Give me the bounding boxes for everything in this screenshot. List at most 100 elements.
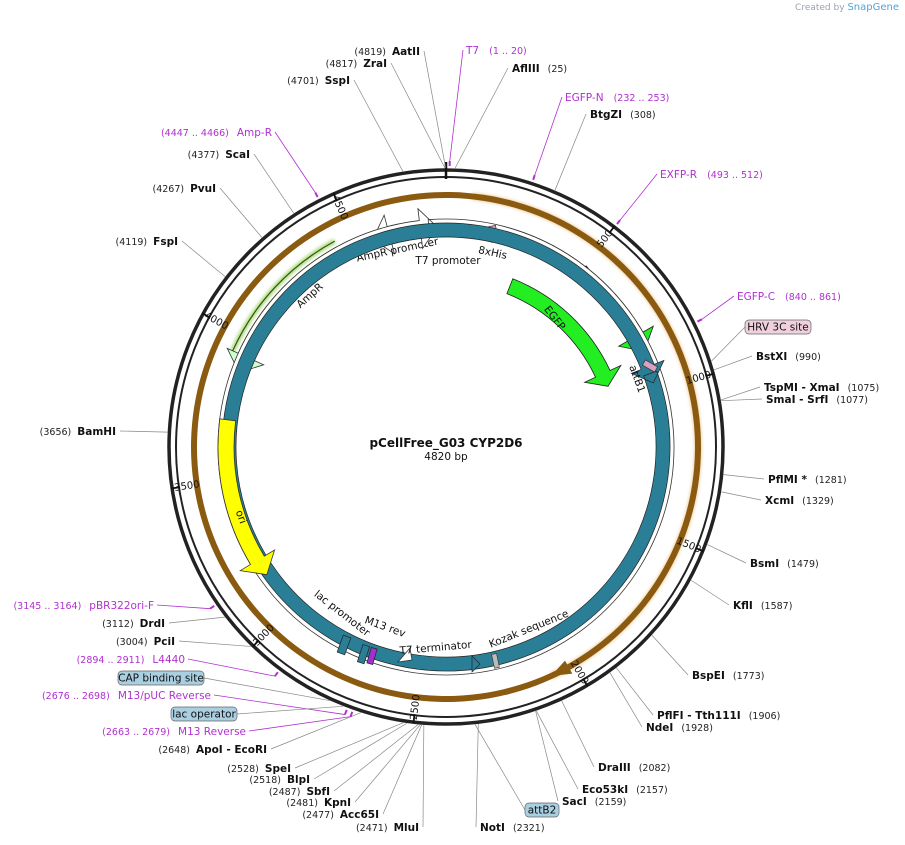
enzyme-position: (4119) — [116, 237, 148, 248]
tick-label-2500: 2500 — [409, 694, 423, 721]
leader-NdeI — [609, 672, 643, 728]
tick-mark-4500 — [332, 192, 338, 202]
enzyme-label: (2648)ApoI - EcoRI — [158, 744, 267, 756]
enzyme-position: (4819) — [354, 47, 386, 58]
enzyme-label: BstXI(990) — [756, 351, 821, 363]
tick-mark-3000 — [252, 639, 260, 648]
primer-label: T7(1 .. 20) — [465, 45, 527, 57]
enzyme-name: SspI — [325, 75, 350, 87]
enzyme-name: BamHI — [77, 426, 116, 438]
snapgene-logo: SnapGene — [847, 2, 899, 13]
enzyme-position: (2487) — [269, 787, 301, 798]
primer-leader — [619, 173, 658, 221]
primer-position: (3145 .. 3164) — [13, 601, 81, 612]
primer-leader — [701, 295, 735, 320]
enzyme-position: (1906) — [749, 711, 781, 722]
enzyme-name: SacI — [562, 796, 587, 808]
leader-BtgZI — [554, 113, 587, 191]
leader-AatII — [423, 50, 446, 169]
hrv-box — [641, 359, 659, 373]
primer-label: EGFP-N(232 .. 253) — [565, 92, 669, 104]
enzyme-position: (308) — [630, 110, 656, 121]
kozak-box — [491, 653, 500, 669]
enzyme-position: (4377) — [188, 150, 220, 161]
enzyme-label: (4267)PvuI — [152, 183, 216, 195]
primer-leader — [187, 658, 275, 677]
feature-t7-terminator: T7 terminator — [398, 639, 473, 657]
tick-mark-1500 — [695, 547, 705, 553]
primer-name: M13 Reverse — [178, 726, 246, 738]
leader-TspMI — [720, 386, 761, 401]
enzyme-label: (4819)AatII — [354, 46, 420, 58]
primer-position: (2663 .. 2679) — [102, 727, 170, 738]
leader-SbfI — [333, 724, 419, 792]
plasmid-length: 4820 bp — [424, 451, 468, 463]
leader-SspI — [353, 79, 404, 172]
leader-BspEI — [651, 634, 689, 676]
enzyme-position: (1479) — [787, 559, 819, 570]
enzyme-label: (2471)MluI — [356, 822, 419, 834]
leader-XcmI — [721, 491, 762, 501]
enzyme-name: BspEI — [692, 670, 725, 682]
primer-leader — [156, 604, 211, 610]
enzyme-label: (4119)FspI — [116, 236, 178, 248]
enzyme-name: AflIII — [512, 63, 540, 75]
boxed-feature-label: lac operator — [172, 709, 236, 721]
enzyme-label: XcmI(1329) — [765, 495, 834, 507]
feature-m13-rev: M13 rev — [363, 614, 407, 640]
enzyme-position: (990) — [795, 352, 821, 363]
boxed-leader — [236, 705, 344, 715]
primer-name: Amp-R — [237, 127, 272, 139]
enzyme-name: BtgZI — [590, 109, 622, 121]
primer-label: (4447 .. 4466)Amp-R — [161, 127, 272, 139]
boxed-feature-bg — [170, 706, 238, 722]
enzyme-position: (2518) — [249, 775, 281, 786]
leader-KflI — [690, 579, 730, 606]
feature-8xhis: 8xHis — [477, 244, 508, 262]
enzyme-label: (2487) SbfI — [269, 786, 330, 798]
enzyme-label: (4701)SspI — [287, 75, 350, 87]
enzyme-position: (2648) — [158, 745, 190, 756]
leader-DrdI — [168, 616, 225, 624]
primer-position: (493 .. 512) — [707, 170, 763, 181]
leader-SacI — [535, 711, 559, 802]
enzyme-name: Acc65I — [340, 809, 379, 821]
leader-BstXI — [713, 355, 753, 371]
primer-name: EXFP-R — [660, 169, 697, 181]
enzyme-name: SpeI — [265, 763, 291, 775]
enzyme-label: TspMI - XmaI(1075) — [764, 382, 879, 394]
boxed-feature-label: CAP binding site — [118, 673, 204, 685]
primer-label: EGFP-C(840 .. 861) — [737, 291, 841, 303]
boxed-leader — [474, 724, 526, 811]
enzyme-position: (2477) — [302, 810, 334, 821]
tick-label-4500: 4500 — [329, 194, 349, 222]
enzyme-position: (1281) — [815, 475, 847, 486]
enzyme-name: ScaI — [225, 149, 250, 161]
enzyme-position: (3004) — [116, 637, 148, 648]
enzyme-position: (2159) — [595, 797, 627, 808]
primer-mark — [314, 192, 319, 198]
leader-BamHI — [119, 430, 168, 433]
primer-mark — [696, 318, 703, 323]
enzyme-name: SbfI — [306, 786, 330, 798]
primer-leader — [248, 716, 351, 732]
enzyme-position: (2471) — [356, 823, 388, 834]
enzyme-name: PciI — [154, 636, 175, 648]
enzyme-label: BspEI(1773) — [692, 670, 764, 682]
enzyme-label: (3656)BamHI — [40, 426, 116, 438]
tick-label-1500: 1500 — [675, 536, 703, 556]
enzyme-name: PflMI * — [768, 474, 807, 486]
primer-name: EGFP-C — [737, 291, 775, 303]
primer-leader — [534, 96, 563, 176]
primer-name: T7 — [465, 45, 479, 57]
enzyme-name: KflI — [733, 600, 753, 612]
primer-label: (3145 .. 3164)pBR322ori-F — [13, 600, 154, 612]
enzyme-name: BlpI — [287, 774, 310, 786]
enzyme-label: (2528)SpeI — [227, 763, 291, 775]
tick-mark-500 — [608, 225, 616, 234]
leader-PvuI — [219, 187, 263, 238]
enzyme-name: DraIII — [598, 762, 631, 774]
enzyme-position: (3112) — [102, 619, 134, 630]
primer-name: M13/pUC Reverse — [118, 690, 211, 702]
